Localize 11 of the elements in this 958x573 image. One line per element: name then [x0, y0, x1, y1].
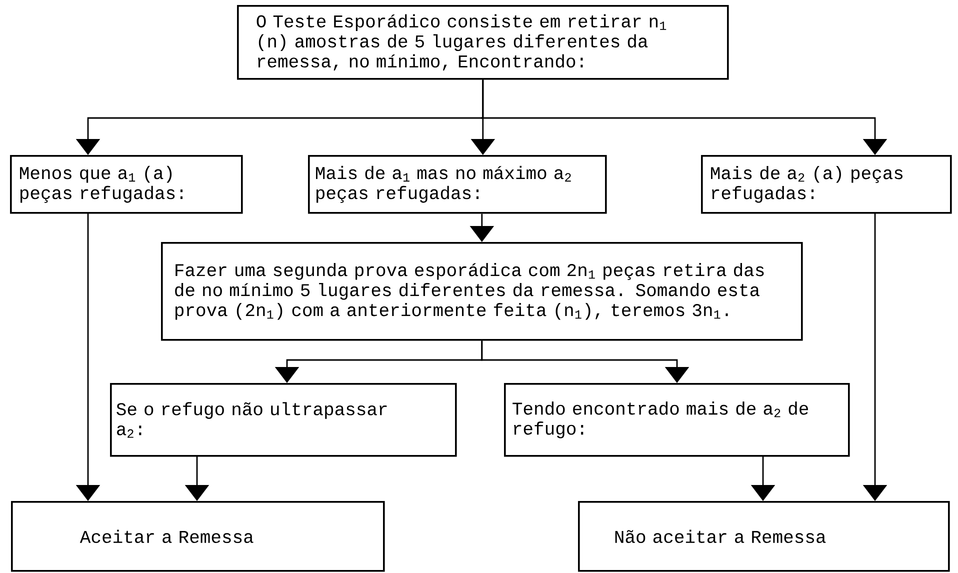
process-box: Menos que a$_{1}$ (a) peças refugadas:	[10, 155, 243, 214]
arrow	[480, 340, 690, 383]
process-box: Tendo encontrado mais de a$_{2}$ de refugo:	[504, 383, 850, 457]
process-box: Não aceitar a Remessa	[578, 501, 950, 572]
process-box: Mais de a$_{1}$ mas no máximo a$_{2}$ peças refugadas:	[308, 155, 607, 214]
process-box: Mais de a$_{2}$ (a) peças refugadas:	[701, 155, 952, 214]
process-box: O Teste Esporádico consiste em retirar n$_{1}$ (n) amostras de 5 lugares diferentes da remessa, no mínimo, Encontrando:	[237, 5, 729, 80]
process-box: Fazer uma segunda prova esporádica com 2n$_{1}$ peças retira das de no mínimo 5 lugares diferentes da remessa. Somando esta prova (2n$_{1}$) com a anteriormente feita (n$_{1}$), teremos 3n$_{1}$.	[161, 242, 803, 341]
arrow	[480, 80, 888, 155]
process-box: Aceitar a Remessa	[11, 501, 385, 572]
process-box: Se o refugo não ultrapassar a$_{2}$:	[110, 383, 457, 457]
